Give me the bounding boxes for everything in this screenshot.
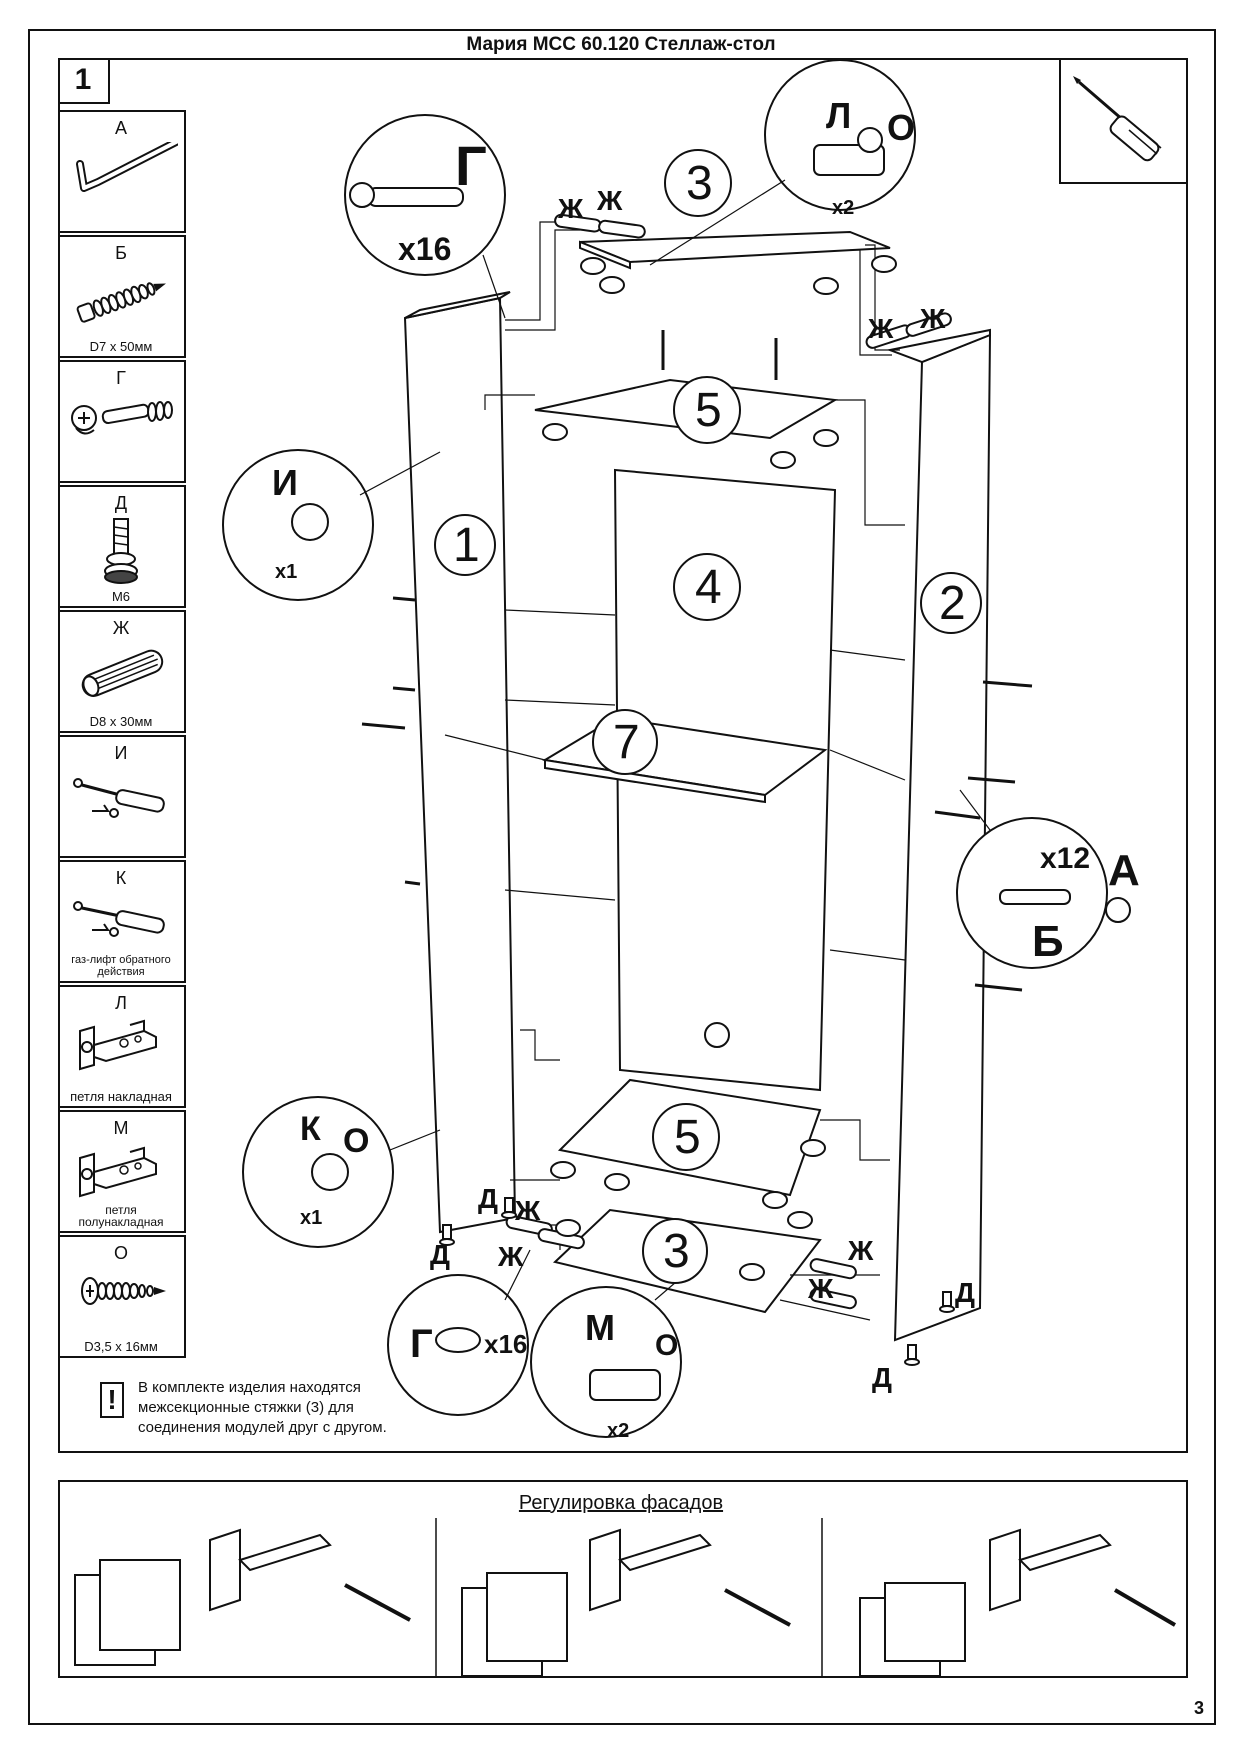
side-screws [361,330,1033,992]
part-letter: Л [115,993,127,1013]
warning-icon: ! [100,1382,124,1418]
part-o: О D3,5 x 16мм [58,1235,186,1358]
label-zh-1: Ж [557,193,584,224]
screwdriver-icon [1073,76,1162,162]
part-letter: И [114,743,128,763]
callout-qty-left-mid: x1 [275,561,297,583]
label-zh-3: Ж [867,313,894,344]
label-d-2: Д [430,1239,450,1270]
part-a: А [58,110,186,233]
callout-qty-bottom-right: x2 [607,1420,629,1442]
label-zh-6: Ж [497,1241,524,1272]
facade-adjustment-box [58,1480,1188,1678]
panel-number-1: 1 [453,519,480,572]
notice-box: ! В комплекте изделия находятся межсекци… [100,1378,460,1448]
callout-letter-l: Л [826,95,851,136]
part-letter: К [115,868,127,888]
panel-number-7: 7 [613,716,640,769]
wooden-dowel-icon [81,649,164,697]
screwdriver-tool-box [1059,58,1188,184]
allen-key-icon [76,142,178,192]
cam-fittings [542,255,897,1281]
part-letter: О [113,1243,128,1263]
adjustable-foot-icon [104,518,138,584]
callout-letter-g-bottom: Г [410,1322,433,1366]
panel-number-2: 2 [939,577,966,630]
part-letter: Г [116,368,126,388]
part-l: Л петля накладная [58,985,186,1108]
side-panel-1 [403,296,517,1234]
label-zh-7: Ж [847,1235,874,1266]
part-zh: Ж D8 x 30мм [58,610,186,733]
overlay-hinge-icon [79,1019,157,1071]
callout-letter-o-bottom: О [655,1329,678,1362]
side-panel-2 [893,333,992,1342]
part-k: К газ-лифт обратного действия [58,860,186,983]
label-d-4: Д [872,1362,892,1393]
callout-qty-top-right: x2 [832,197,854,219]
label-d-3: Д [955,1277,975,1308]
facade-adjustment-illustrations [74,1528,1112,1677]
part-b: Б D7 x 50мм [58,235,186,358]
half-overlay-hinge-icon [79,1146,157,1198]
part-letter: А [114,118,127,138]
callout-qty-top-left: x16 [398,231,451,267]
parts-legend: А Б D7 x 50мм Г [58,110,186,1360]
adjustable-feet [439,1197,955,1366]
panel-number-3-bottom: 3 [663,1225,690,1278]
callout-letter-o-top: О [887,107,915,148]
callout-qty-right-mid: x12 [1040,842,1090,875]
panel-number-5-top: 5 [695,384,722,437]
callout-letter-g-top: Г [455,134,487,197]
notice-text: В комплекте изделия находятся межсекцион… [138,1379,387,1436]
part-letter: М [113,1118,129,1138]
panel-number-4: 4 [695,561,722,614]
page-number: 3 [1193,1698,1204,1718]
callout-qty-bottom-left: x16 [484,1329,527,1359]
panel-number-5-bottom: 5 [674,1111,701,1164]
gas-lift-icon [73,778,165,818]
callout-letter-k: К [300,1110,321,1148]
page-frame [28,29,1216,1725]
adjustment-screwdrivers [344,1583,1177,1627]
part-g: Г [58,360,186,483]
label-zh-5: Ж [514,1195,541,1226]
assembly-step-box [58,58,1188,1453]
label-d-1: Д [478,1183,498,1214]
callout-qty-left-low: x1 [300,1207,322,1229]
page-title: Мария МСС 60.120 Стеллаж-стол [466,34,776,55]
callout-letter-o-low: О [343,1122,369,1160]
part-letter: Ж [112,618,130,638]
part-d: Д М6 [58,485,186,608]
part-i: И [58,735,186,858]
part-letter: Б [115,243,127,263]
callout-letter-m: М [585,1307,615,1348]
part-letter: Д [114,493,128,513]
dowels [505,213,952,1310]
step-number: 1 [58,58,110,104]
wood-screw-icon [81,1277,166,1305]
label-zh-4: Ж [919,303,946,334]
panel-number-3-top: 3 [686,157,713,210]
callout-letter-a: А [1108,846,1140,895]
callout-letter-b: Б [1032,917,1064,966]
reverse-gas-lift-icon [73,901,165,937]
label-zh-2: Ж [596,185,623,216]
confirmat-screw-icon [76,282,166,323]
cam-fitting-icon [71,401,173,435]
callout-letter-i: И [272,462,298,503]
part-m: М петля полунакладная [58,1110,186,1233]
facade-adjustment-title: Регулировка фасадов [518,1492,724,1514]
label-zh-8: Ж [807,1273,834,1304]
